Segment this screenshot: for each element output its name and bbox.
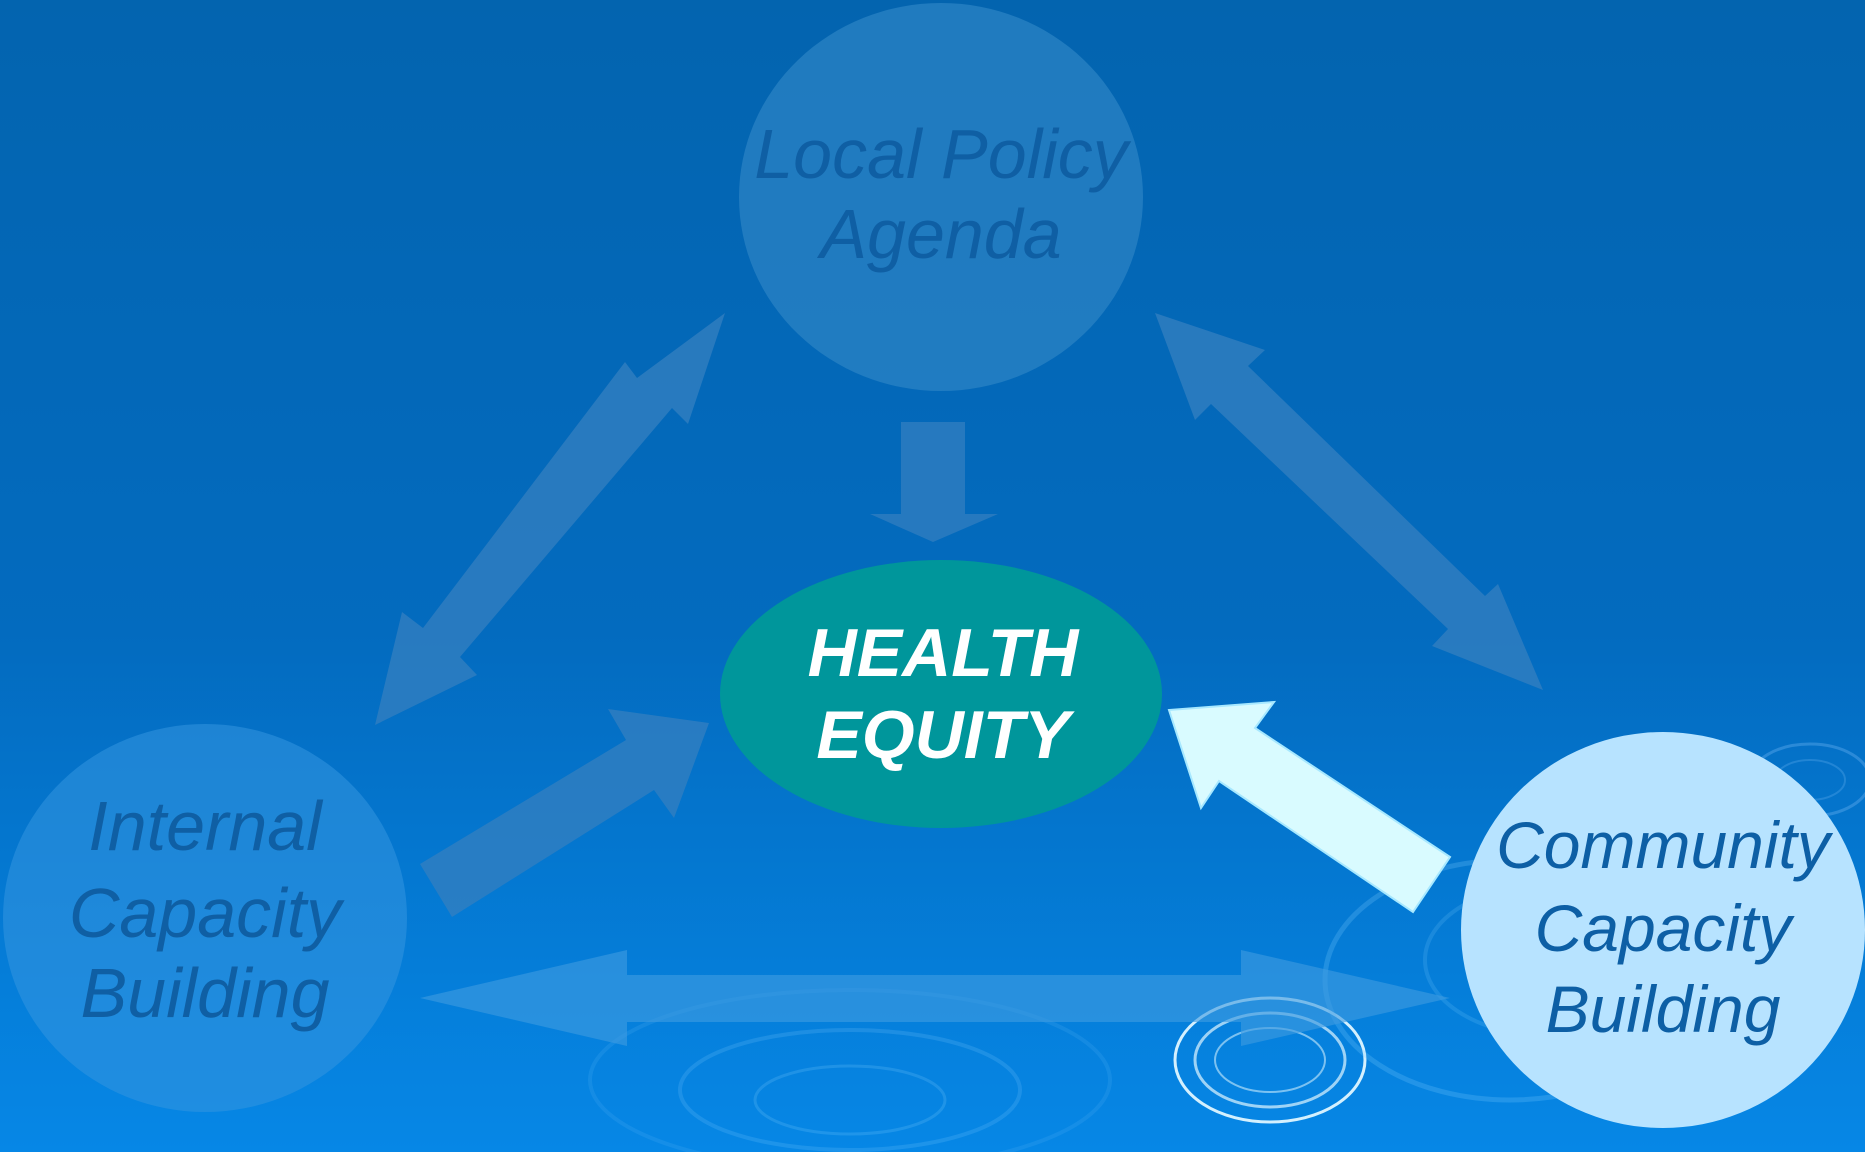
center-line-2: EQUITY (816, 697, 1075, 773)
arrow-top-to-center (870, 422, 998, 542)
arrow-left-top-bidirectional (375, 313, 725, 725)
node-left-line-3: Building (80, 954, 329, 1032)
arrow-bottom-bidirectional (420, 950, 1450, 1046)
node-left-line-1: Internal (88, 787, 324, 865)
node-left-line-2: Capacity (69, 874, 345, 952)
node-local-policy-agenda: Local Policy Agenda (739, 3, 1143, 391)
center-health-equity: HEALTH EQUITY (720, 560, 1162, 828)
node-right-line-3: Building (1546, 972, 1781, 1046)
node-top-line-1: Local Policy (754, 115, 1132, 193)
node-top-line-2: Agenda (816, 195, 1061, 273)
node-right-line-1: Community (1496, 808, 1834, 882)
arrow-left-to-center (420, 709, 709, 917)
node-internal-capacity-building: Internal Capacity Building (3, 724, 407, 1112)
arrow-right-top-bidirectional (1155, 313, 1543, 690)
arrow-community-to-center[interactable] (1167, 700, 1452, 914)
center-line-1: HEALTH (808, 615, 1081, 691)
node-right-line-2: Capacity (1535, 891, 1796, 965)
node-community-capacity-building[interactable]: Community Capacity Building (1461, 732, 1865, 1128)
